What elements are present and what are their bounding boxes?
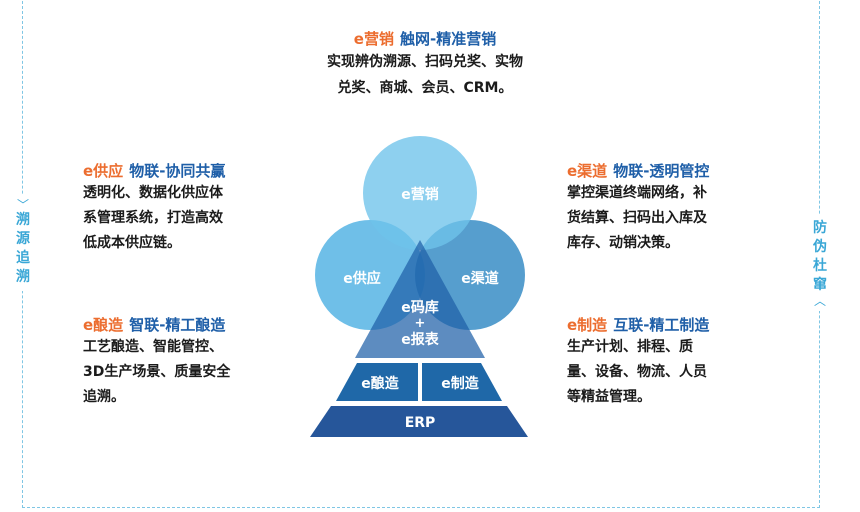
block-line: 实现辨伪溯源、扫码兑奖、实物 xyxy=(327,54,523,70)
block-subtitle: 互联-精工制造 xyxy=(613,316,710,334)
side-char: 杜 xyxy=(813,258,827,274)
chevron-down-icon: ﹀ xyxy=(16,198,29,212)
side-char: 追 xyxy=(16,250,30,266)
side-char: 溯 xyxy=(16,212,30,228)
block-line: 掌控渠道终端网络，补 xyxy=(567,185,707,201)
block-tag: e酿造 xyxy=(83,316,124,334)
circle-channel-label: e渠道 xyxy=(461,270,499,287)
chevron-up-icon: ︿ xyxy=(813,294,826,308)
block-tag: e营销 xyxy=(353,30,394,48)
circle-marketing xyxy=(363,136,477,250)
block-line: 3D生产场景、质量安全 xyxy=(83,364,231,380)
block-tag: e渠道 xyxy=(567,162,608,180)
block-heading: e酿造智联-精工酿造 xyxy=(83,315,230,335)
block-tag: e供应 xyxy=(83,162,124,180)
center-label-1: e码库 xyxy=(401,299,439,316)
side-char: 源 xyxy=(16,231,30,247)
block-line: 系管理系统，打造高效 xyxy=(83,210,223,226)
block-heading: e渠道物联-透明管控 xyxy=(567,161,709,181)
brewing-layer xyxy=(336,363,418,401)
block-line: 生产计划、排程、质 xyxy=(567,339,693,355)
side-char: 溯 xyxy=(16,269,30,285)
block-supply: e供应物联-协同共赢 透明化、数据化供应体 系管理系统，打造高效 低成本供应链。 xyxy=(83,161,225,256)
center-plus: + xyxy=(415,316,426,331)
block-line: 透明化、数据化供应体 xyxy=(83,185,223,201)
block-marketing: e营销触网-精准营销 实现辨伪溯源、扫码兑奖、实物 兑奖、商城、会员、CRM。 xyxy=(290,29,560,101)
block-subtitle: 智联-精工酿造 xyxy=(129,316,226,334)
block-subtitle: 物联-透明管控 xyxy=(613,162,710,180)
circle-marketing-label: e营销 xyxy=(401,186,439,203)
erp-layer xyxy=(310,406,528,437)
block-heading: e制造互联-精工制造 xyxy=(567,315,709,335)
block-line: 低成本供应链。 xyxy=(83,235,181,251)
circle-supply-label: e供应 xyxy=(343,270,381,287)
block-heading: e营销触网-精准营销 xyxy=(290,29,560,49)
manufacturing-label: e制造 xyxy=(441,375,479,392)
erp-label: ERP xyxy=(405,415,436,431)
block-line: 追溯。 xyxy=(83,389,125,405)
block-subtitle: 物联-协同共赢 xyxy=(129,162,226,180)
block-line: 工艺酿造、智能管控、 xyxy=(83,339,223,355)
block-line: 货结算、扫码出入库及 xyxy=(567,210,707,226)
block-brewing: e酿造智联-精工酿造 工艺酿造、智能管控、 3D生产场景、质量安全 追溯。 xyxy=(83,315,230,410)
center-triangle xyxy=(355,240,485,358)
side-char: 窜 xyxy=(813,277,827,293)
side-char: 伪 xyxy=(813,239,827,255)
side-char: 防 xyxy=(813,220,827,236)
block-tag: e制造 xyxy=(567,316,608,334)
center-label-2: e报表 xyxy=(401,331,439,348)
block-line: 量、设备、物流、人员 xyxy=(567,364,707,380)
side-label-right: 防 伪 杜 窜 ︿ xyxy=(809,215,831,311)
block-subtitle: 触网-精准营销 xyxy=(399,30,497,48)
block-channel: e渠道物联-透明管控 掌控渠道终端网络，补 货结算、扫码出入库及 库存、动销决策… xyxy=(567,161,709,256)
block-manufacturing: e制造互联-精工制造 生产计划、排程、质 量、设备、物流、人员 等精益管理。 xyxy=(567,315,709,410)
block-heading: e供应物联-协同共赢 xyxy=(83,161,225,181)
block-line: 兑奖、商城、会员、CRM。 xyxy=(337,80,513,96)
brewing-label: e酿造 xyxy=(361,375,399,392)
block-line: 库存、动销决策。 xyxy=(567,235,679,251)
side-label-left: ﹀ 溯 源 追 溯 xyxy=(12,195,34,291)
pyramid-diagram: e营销 e供应 e渠道 e码库 + e报表 e酿造 e制造 ERP xyxy=(310,136,528,437)
block-line: 等精益管理。 xyxy=(567,389,651,405)
manufacturing-layer xyxy=(422,363,502,401)
